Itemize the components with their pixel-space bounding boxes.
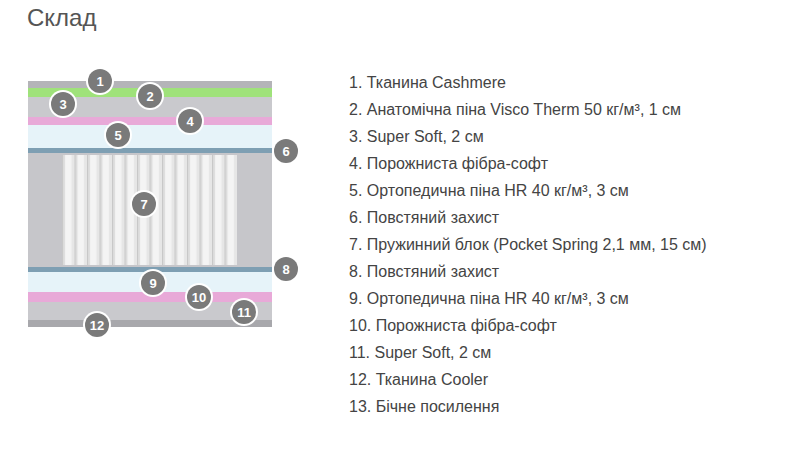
callout-text: 3 — [59, 98, 66, 111]
composition-item: 1. Тканина Cashmere — [349, 74, 506, 92]
title: Склад — [27, 4, 96, 32]
callout-number: 9 — [141, 271, 165, 295]
callout-number: 1 — [88, 69, 112, 93]
composition-item: 12. Тканина Cooler — [349, 371, 488, 389]
composition-item: 8. Повстяний захист — [349, 263, 499, 281]
composition-item: 2. Анатомічна піна Visco Therm 50 кг/м³,… — [349, 101, 681, 119]
composition-item: 5. Ортопедична піна HR 40 кг/м³, 3 см — [349, 182, 629, 200]
callout-number: 8 — [274, 257, 298, 281]
side-reinforcement — [28, 153, 272, 267]
hr-foam-band — [28, 125, 272, 148]
callout-text: 11 — [237, 306, 251, 319]
callout-text: 1 — [96, 75, 103, 88]
callout-number: 5 — [106, 123, 130, 147]
composition-item: 3. Super Soft, 2 см — [349, 128, 484, 146]
callout-text: 12 — [90, 319, 104, 332]
callout-text: 8 — [282, 263, 289, 276]
callout-number: 7 — [132, 192, 156, 216]
composition-item: 9. Ортопедична піна HR 40 кг/м³, 3 см — [349, 290, 629, 308]
callout-text: 4 — [186, 115, 193, 128]
layers — [28, 81, 272, 327]
composition-item: 11. Super Soft, 2 см — [349, 344, 491, 362]
spring-block — [62, 155, 237, 265]
callout-number: 3 — [51, 92, 75, 116]
composition-item: 6. Повстяний захист — [349, 209, 499, 227]
callout-number: 4 — [178, 109, 202, 133]
callout-number: 2 — [138, 84, 162, 108]
callout-text: 7 — [140, 198, 147, 211]
callout-text: 5 — [114, 129, 121, 142]
callout-number: 6 — [274, 139, 298, 163]
composition-item: 13. Бічне посилення — [349, 398, 499, 416]
callout-number: 11 — [232, 300, 256, 324]
callout-text: 9 — [149, 277, 156, 290]
callout-text: 2 — [146, 90, 153, 103]
composition-item: 7. Пружинний блок (Pocket Spring 2,1 мм,… — [349, 236, 707, 254]
composition-item: 4. Порожниста фібра-софт — [349, 155, 548, 173]
callout-text: 6 — [282, 145, 289, 158]
felt-band — [28, 148, 272, 153]
callout-number: 12 — [85, 313, 109, 337]
composition-item: 10. Порожниста фібра-софт — [349, 317, 557, 335]
callout-text: 10 — [192, 291, 206, 304]
callout-number: 10 — [187, 285, 211, 309]
fiber-band — [28, 117, 272, 125]
